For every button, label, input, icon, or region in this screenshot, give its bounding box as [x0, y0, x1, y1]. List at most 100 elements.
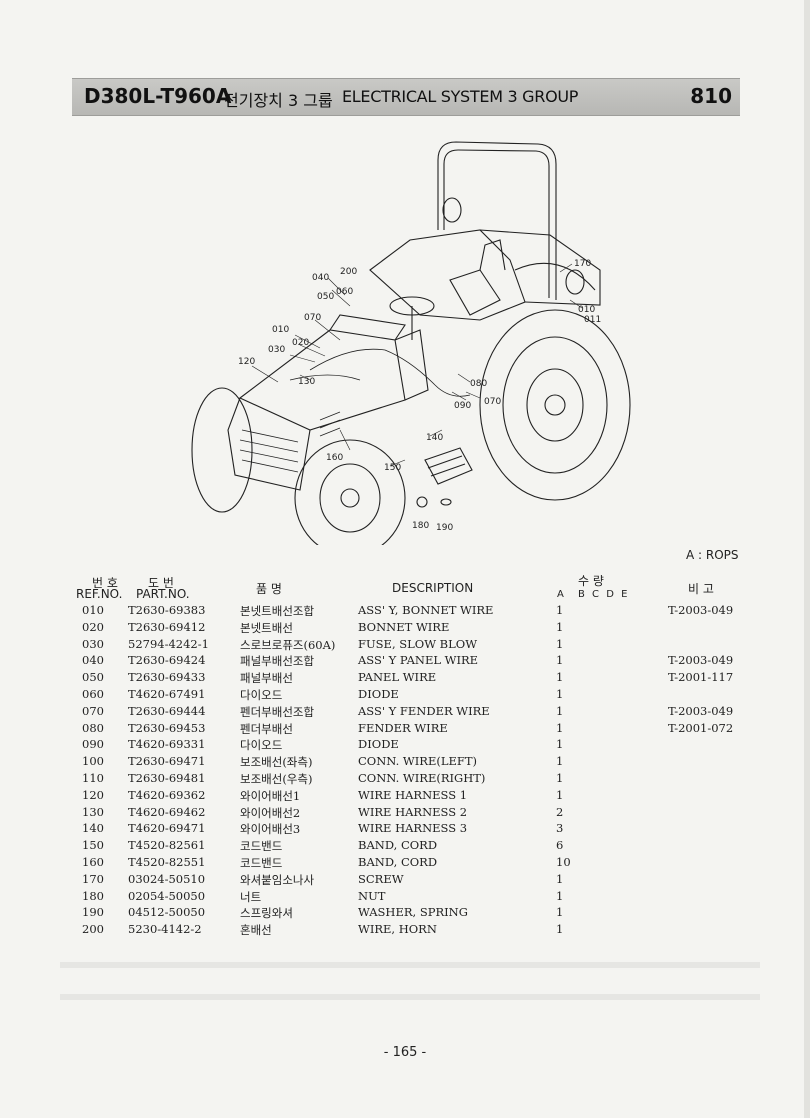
front-wheel-left: [191, 387, 253, 513]
description: PANEL WIRE: [358, 670, 437, 685]
header-remark-korean: 비 고: [688, 582, 714, 596]
callout-label: 010: [272, 325, 289, 335]
remark: T-2001-072: [668, 720, 734, 735]
group-title-korean: 전기장치 3 그룹: [224, 91, 333, 110]
description: BONNET WIRE: [358, 619, 450, 634]
ref-no: 120: [82, 787, 104, 802]
section-header: D380L-T960A 전기장치 3 그룹 ELECTRICAL SYSTEM …: [72, 78, 740, 116]
group-number: 810: [690, 84, 732, 108]
quantity: 1: [556, 905, 564, 920]
ref-no: 070: [82, 703, 104, 718]
tractor-exploded-diagram: 040 200 050 060 070 010 020 030 120 130 …: [180, 130, 640, 557]
callout-label: 020: [292, 338, 309, 348]
description: FUSE, SLOW BLOW: [358, 636, 478, 651]
ref-no: 130: [82, 804, 104, 819]
korean-name: 펜더부배선조합: [240, 704, 315, 719]
quantity: 1: [556, 603, 564, 617]
quantity: 1: [556, 653, 564, 668]
callout-label: 090: [454, 401, 471, 411]
quantity: 1: [556, 670, 564, 685]
description: ASS' Y, BONNET WIRE: [358, 603, 494, 617]
korean-name: 스로브로퓨즈(60A): [240, 637, 336, 652]
ref-no: 030: [82, 636, 104, 651]
korean-name: 코드밴드: [240, 855, 283, 870]
quantity: 10: [556, 854, 571, 869]
callout-label: 010: [578, 305, 595, 315]
korean-name: 와셔붙임소나사: [240, 872, 315, 887]
front-wheel-right: [294, 439, 406, 557]
callout-label: 070: [304, 313, 321, 323]
korean-name: 코드밴드: [240, 839, 283, 854]
quantity: 1: [556, 888, 564, 903]
description: FENDER WIRE: [358, 720, 448, 735]
part-no: T4520-82561: [128, 838, 206, 853]
quantity: 1: [556, 686, 564, 701]
part-no: T4620-69362: [128, 787, 206, 802]
quantity: 1: [556, 636, 564, 651]
rops-lamp: [442, 197, 462, 223]
ref-no: 200: [82, 922, 104, 937]
part-no: T2630-69453: [128, 720, 206, 735]
korean-name: 패널부배선조합: [240, 654, 315, 669]
rops-note: A : ROPS: [686, 548, 739, 562]
callout-label: 060: [336, 287, 353, 297]
quantity: 1: [556, 787, 564, 802]
ref-no: 180: [82, 888, 104, 903]
part-no: T4620-69462: [128, 804, 206, 819]
remark: T-2003-049: [668, 653, 734, 668]
ref-no: 060: [82, 686, 104, 701]
part-no: 03024-50510: [128, 871, 206, 886]
ref-no: 090: [82, 737, 104, 752]
header-name-korean: 품 명: [256, 582, 282, 596]
description: CONN. WIRE(RIGHT): [358, 770, 486, 785]
part-no: 02054-50050: [128, 888, 206, 903]
korean-name: 너트: [240, 889, 262, 904]
callout-label: 040: [312, 273, 329, 283]
description: WIRE HARNESS 1: [358, 787, 468, 802]
page-edge: [804, 0, 810, 1118]
part-no: 04512-50050: [128, 905, 206, 920]
header-ref: REF.NO.: [76, 587, 123, 601]
part-no: T4520-82551: [128, 854, 206, 869]
ref-no: 050: [82, 670, 104, 685]
part-no: T2630-69471: [128, 754, 206, 769]
fender: [369, 229, 526, 321]
korean-name: 보조배선(좌측): [240, 755, 313, 770]
description: CONN. WIRE(LEFT): [358, 754, 477, 769]
quantity: 1: [556, 703, 564, 718]
description: WIRE HARNESS 2: [358, 804, 468, 819]
ref-no: 100: [82, 754, 104, 769]
callout-label: 120: [238, 357, 255, 367]
step-plate: [424, 447, 473, 485]
header-qty-korean: 수 량: [578, 574, 604, 588]
ref-no: 160: [82, 854, 104, 869]
spring-washer: [440, 498, 452, 506]
group-title-english: ELECTRICAL SYSTEM 3 GROUP: [342, 87, 579, 106]
korean-name: 혼배선: [240, 923, 272, 938]
model-code: D380L-T960A: [84, 84, 232, 108]
callout-label: 011: [584, 315, 601, 325]
description: ASS' Y FENDER WIRE: [358, 703, 490, 718]
seat: [449, 269, 501, 316]
bonnet: [238, 329, 406, 431]
ref-no: 040: [82, 653, 104, 668]
bleed-through: [60, 994, 760, 1000]
korean-name: 본넷트배선조합: [240, 604, 315, 618]
callout-label: 190: [436, 523, 453, 533]
wire-harness: [309, 348, 436, 386]
ref-no: 110: [82, 770, 104, 785]
callout-label: 030: [268, 345, 285, 355]
header-qty-cols: B C D E: [578, 589, 630, 600]
part-no: T2630-69481: [128, 770, 206, 785]
